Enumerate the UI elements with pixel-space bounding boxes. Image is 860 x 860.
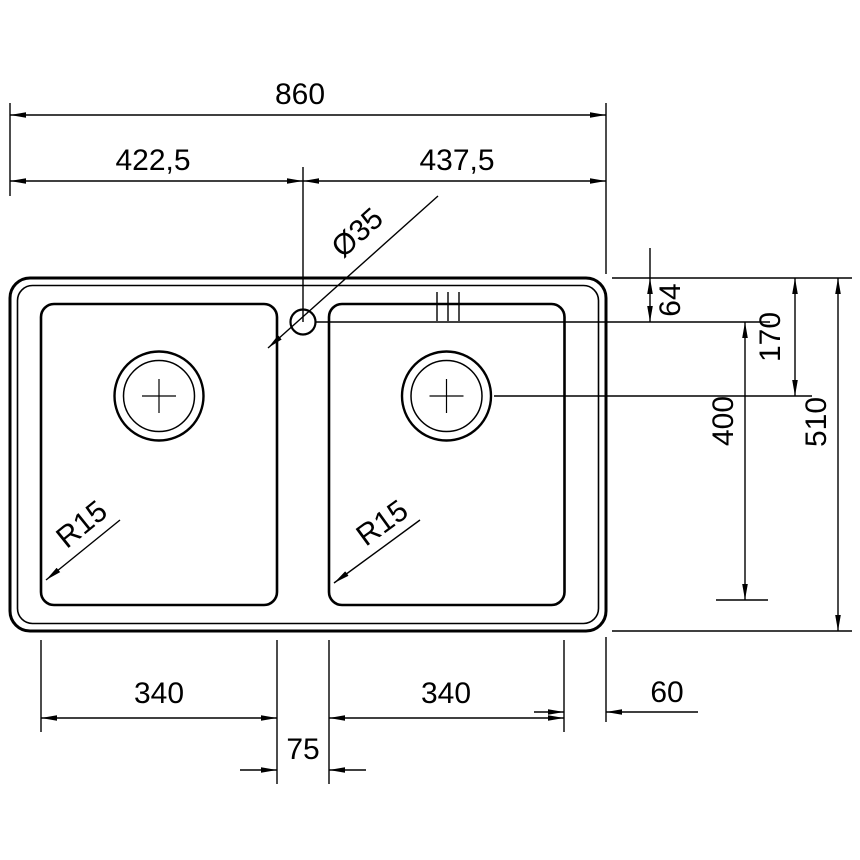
dim-label-overall-depth: 510 — [800, 397, 833, 447]
dim-label-bowl-gap: 75 — [286, 733, 319, 766]
left-drain-outer-circle — [113, 350, 205, 442]
left-drain-inner-circle — [122, 359, 196, 433]
dim-label-overall-width: 860 — [275, 78, 325, 111]
dim-label-left-bowl-width: 340 — [134, 677, 184, 710]
dim-label-top-to-tap: 64 — [654, 283, 687, 316]
left-drain — [113, 350, 205, 442]
right-drain-outer-circle — [400, 350, 493, 442]
dim-label-tap-offset-left: 422,5 — [115, 144, 190, 177]
right-drain — [400, 350, 493, 442]
leader-line-left-radius — [45, 519, 121, 581]
sink-inner-rim — [16, 284, 600, 625]
leader-line-right-radius — [333, 519, 421, 584]
right-drain-inner-circle — [410, 359, 483, 433]
right-dimensions: 64 170 400 510 — [316, 248, 852, 632]
right-bowl — [327, 302, 566, 607]
overflow-marks — [436, 292, 460, 321]
dim-label-left-bowl-radius: R15 — [50, 494, 114, 554]
dim-label-top-to-drain: 170 — [754, 312, 787, 362]
leader-line-tap-hole — [267, 195, 439, 349]
dim-label-right-bowl-width: 340 — [421, 677, 471, 710]
left-bowl — [39, 302, 279, 607]
dim-label-right-bowl-radius: R15 — [350, 494, 414, 553]
bottom-dimensions: 340 340 75 60 — [40, 637, 698, 784]
dim-label-right-edge-offset: 60 — [650, 676, 683, 709]
top-dimensions: 860 422,5 437,5 Ø35 — [9, 78, 607, 349]
sink-body — [8, 276, 608, 633]
sink-outer-edge — [8, 276, 608, 633]
corner-radius-callouts: R15 R15 — [45, 494, 421, 584]
dim-label-tap-hole-diameter: Ø35 — [326, 202, 390, 264]
dim-label-tap-to-bottom: 400 — [707, 396, 740, 446]
dim-label-tap-offset-right: 437,5 — [419, 144, 494, 177]
